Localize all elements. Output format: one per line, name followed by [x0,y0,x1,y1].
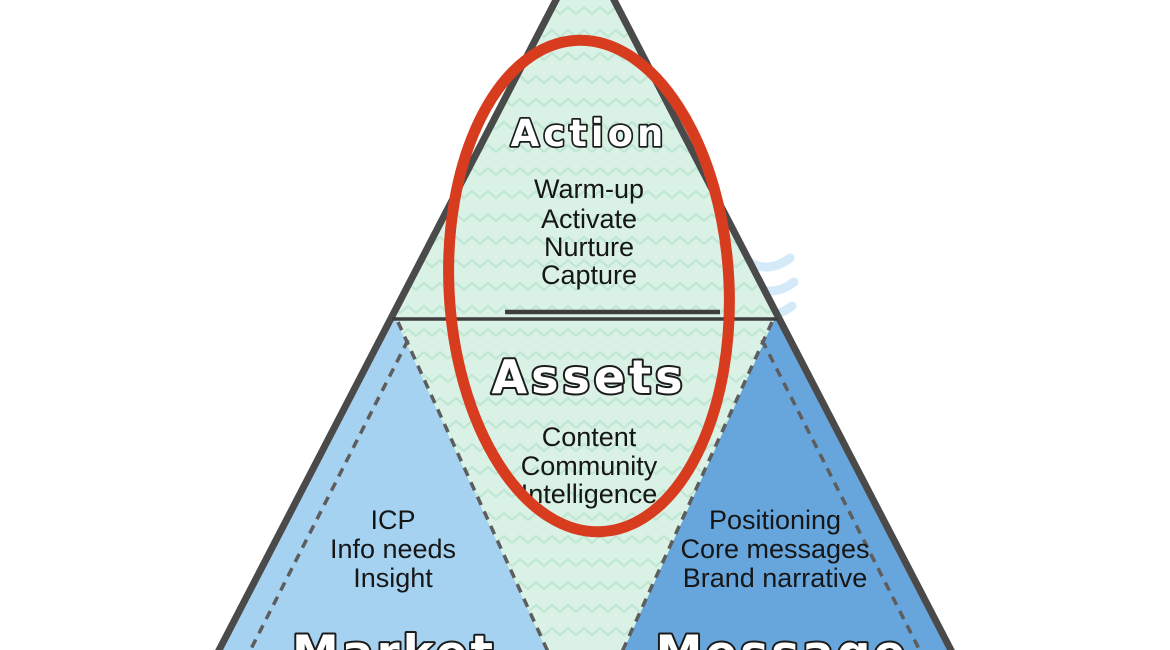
action-item: Capture [541,260,637,290]
market-dashed-edge [396,321,550,650]
assets-item: Community [521,451,658,481]
message-dashed-edge [620,321,774,650]
message-dashed-edge [760,339,922,650]
assets-title: Assets [492,350,687,404]
pyramid-outline [215,0,955,650]
assets-section-labels: Assets Content Community Intelligence [490,348,687,509]
message-region [623,318,948,650]
market-dashed-edge [248,339,410,650]
action-item: Nurture [544,232,634,262]
action-section-labels: Action Warm-up Activate Nurture Capture [509,110,668,290]
market-item: ICP [370,505,415,535]
action-region [392,0,778,318]
market-item: Insight [353,563,433,593]
message-item: Brand narrative [683,563,868,593]
message-item: Core messages [680,534,869,564]
assets-item: Content [542,422,637,452]
market-item: Info needs [330,534,456,564]
market-section-labels: ICP Info needs Insight Market [290,505,496,650]
assets-region [395,318,775,650]
action-item: Warm-up [534,174,644,204]
action-item: Activate [541,204,637,234]
message-item: Positioning [709,505,841,535]
market-region [222,318,547,650]
action-title: Action [511,112,668,155]
message-section-labels: Positioning Core messages Brand narrativ… [654,505,909,650]
assets-item: Intelligence [521,479,658,509]
market-title: Market [292,626,496,650]
highlight-ellipse [443,34,735,538]
message-title: Message [656,626,909,650]
dashed-borders [248,321,922,650]
